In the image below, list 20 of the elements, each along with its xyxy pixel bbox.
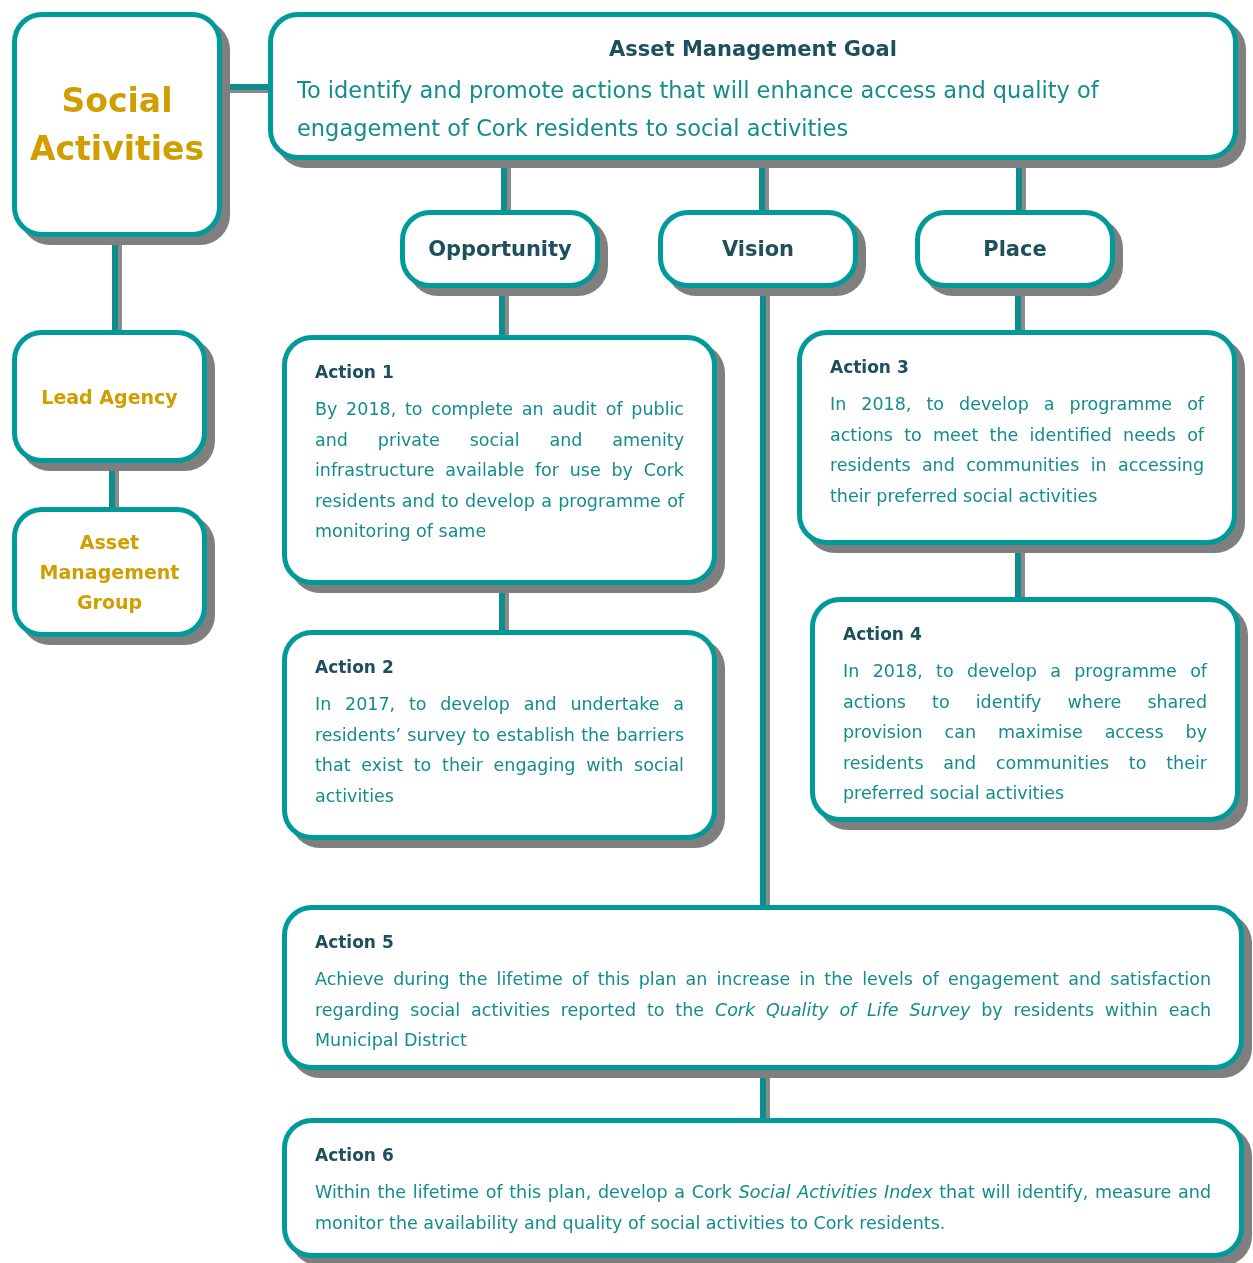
- action-text: Within the lifetime of this plan, develop a Cork Social Activities Index that will identify, measure and monitor the availability and quality of social activities to Cork residents.: [315, 1181, 1211, 1235]
- action-heading: Action 3: [830, 357, 910, 377]
- action-text: In 2017, to develop and undertake a residents’ survey to establish the barriers that exist to their engaging with social activities: [315, 693, 684, 808]
- role-text: Asset Management Group: [38, 530, 181, 615]
- action-text: In 2018, to develop a programme of actions to identify where shared provision can maximise access by residents and communities to their preferred social activities: [843, 660, 1207, 805]
- category-label: Opportunity: [428, 237, 572, 261]
- goal-text: To identify and promote actions that will enhance access and quality of engagement of Cork residents to social activities: [297, 76, 1100, 143]
- action-heading: Action 1: [315, 362, 395, 382]
- action-heading: Action 4: [843, 624, 923, 644]
- category-label: Vision: [721, 237, 795, 261]
- goal-heading: Asset Management Goal: [608, 37, 898, 61]
- action-heading: Action 5: [315, 932, 395, 952]
- action-text: By 2018, to complete an audit of public and private social and amenity infrastructure available for use by Cork residents and to develop a programme of monitoring of same: [315, 398, 684, 543]
- action-text: Achieve during the lifetime of this plan an increase in the levels of engagement and satisfaction regarding social activities reported to the Cork Quality of Life Survey by residents within each Municipal District: [315, 968, 1211, 1052]
- action-text: In 2018, to develop a programme of actions to meet the identified needs of residents and communities in accessing their preferred social activities: [830, 393, 1204, 508]
- role-text: Lead Agency: [40, 384, 179, 410]
- title-text: Social Activities: [28, 79, 206, 170]
- action-heading: Action 6: [315, 1145, 395, 1165]
- category-label: Place: [983, 237, 1047, 261]
- action-heading: Action 2: [315, 657, 395, 677]
